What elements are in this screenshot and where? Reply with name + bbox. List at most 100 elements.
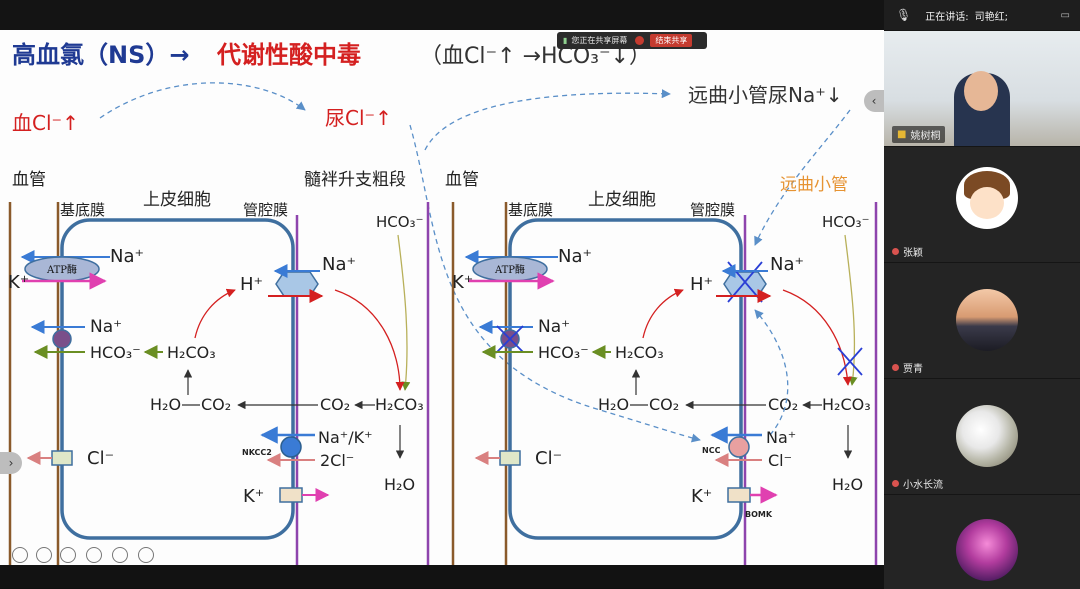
participant-tile[interactable]: 张颖 xyxy=(884,146,1080,263)
left-na-label: Na⁺ xyxy=(110,246,144,267)
participant-name-tag: 小水长流 xyxy=(892,476,943,491)
left-cl-label: Cl⁻ xyxy=(87,448,114,469)
dashed-arrow-urine-to-ncc xyxy=(409,124,701,443)
avatar xyxy=(956,289,1018,351)
right-h2o-label: H₂O xyxy=(598,395,629,414)
left-h2ob-label: H₂O xyxy=(384,475,415,494)
right-h2co3-label: H₂CO₃ xyxy=(615,343,664,362)
left-nbc-transporter xyxy=(52,329,72,349)
right-blood-vessel-label: 血管 xyxy=(445,170,479,190)
right-cl-label: Cl⁻ xyxy=(535,448,562,469)
right-dashed-return-arrow xyxy=(754,309,789,436)
right-hco3-lumen-arrow xyxy=(844,234,858,386)
avatar xyxy=(956,519,1018,581)
right-k-channel xyxy=(727,487,751,503)
record-icon xyxy=(635,36,645,45)
speaker-name: 司艳红; xyxy=(974,11,1008,23)
control-circle-3[interactable] xyxy=(60,547,76,563)
title-part2: 代谢性酸中毒 xyxy=(216,41,361,69)
right-ncc-na-label: Na⁺ xyxy=(766,428,796,447)
right-k2-label: K⁺ xyxy=(691,486,712,507)
right-co2-label: CO₂ xyxy=(649,395,679,414)
participant-tile[interactable]: 小水长流 xyxy=(884,378,1080,495)
right-h-label: H⁺ xyxy=(690,274,713,295)
shared-slide: 高血氯（NS）→ 代谢性酸中毒 （血Cl⁻↑ →HCO₃⁻↓） 血Cl⁻↑ 尿C… xyxy=(0,30,884,565)
right-na3-label: Na⁺ xyxy=(770,254,804,275)
left-h-to-h2co3-arrow xyxy=(334,289,405,391)
left-nk-label: Na⁺/K⁺ xyxy=(318,428,373,447)
right-hco3-lumen-label: HCO₃⁻ xyxy=(822,213,870,231)
sharing-status-text: 您正在共享屏幕 xyxy=(571,36,628,45)
right-nbc-blocked-x xyxy=(496,325,524,353)
left-na3-label: Na⁺ xyxy=(322,254,356,275)
left-k-channel xyxy=(279,487,303,503)
left-blood-vessel-label: 血管 xyxy=(12,170,46,190)
participant-tile[interactable]: ■ 姚树桐 xyxy=(884,30,1080,147)
left-hco3-lumen-label: HCO₃⁻ xyxy=(376,213,424,231)
mic-icon: 🎙 xyxy=(896,8,912,22)
right-bomk-label: BOMK xyxy=(745,510,773,519)
dashed-arrow-blood-to-urine xyxy=(99,82,306,119)
participant-name-tag: 张颖 xyxy=(892,244,923,259)
left-cell-membrane xyxy=(60,218,295,540)
left-h2o-label: H₂O xyxy=(150,395,181,414)
left-nkcc2-label: NKCC2 xyxy=(242,448,272,457)
right-cl2-label: Cl⁻ xyxy=(768,451,792,470)
participant-tile[interactable]: 贾青 xyxy=(884,262,1080,379)
left-nkcc2-transporter xyxy=(280,436,302,458)
bottom-bar xyxy=(0,565,884,588)
dashed-arrow-urine-to-distal xyxy=(424,89,671,151)
right-k-label: K⁺ xyxy=(452,272,473,293)
right-cell-membrane xyxy=(508,218,743,540)
participant-name: 贾青 xyxy=(903,364,923,375)
speaker-indicator: 🎙 正在讲话: 司艳红; ▭ xyxy=(884,0,1080,30)
right-h2co3-to-h-arrow xyxy=(642,288,684,339)
participant-badge-icon: ■ xyxy=(897,129,907,140)
left-hco3-lumen-arrow xyxy=(397,234,411,391)
title-part1: 高血氯（NS）→ xyxy=(12,41,189,69)
right-ncc-label: NCC xyxy=(702,446,721,455)
participant-name-tag: ■ 姚树桐 xyxy=(892,126,946,143)
right-h2ob-label: H₂O xyxy=(832,475,863,494)
left-co2-label: CO₂ xyxy=(201,395,231,414)
right-luminal-label: 管腔膜 xyxy=(690,201,735,219)
left-panel: 血管 基底膜 上皮细胞 管腔膜 髓袢升支粗段 Na⁺ ATP酶 K⁺ Na⁺ H… xyxy=(8,170,430,565)
avatar xyxy=(956,167,1018,229)
left-h-label: H⁺ xyxy=(240,274,263,295)
signal-icon: ▮ xyxy=(563,36,568,45)
panel-collapse-handle[interactable]: ‹ xyxy=(864,90,884,112)
left-na2-label: Na⁺ xyxy=(90,317,122,337)
control-circle-1[interactable] xyxy=(12,547,28,563)
right-ncc-transporter xyxy=(728,436,750,458)
left-nhe-exchanger xyxy=(275,271,319,297)
dashed-arrow-distal-to-lumen xyxy=(754,109,851,246)
right-na2-label: Na⁺ xyxy=(538,317,570,337)
expand-icon[interactable]: ▭ xyxy=(1060,9,1070,21)
left-2cl-label: 2Cl⁻ xyxy=(320,451,354,470)
right-na-label: Na⁺ xyxy=(558,246,592,267)
right-nhe-exchanger xyxy=(723,271,767,297)
participant-tile[interactable] xyxy=(884,494,1080,589)
urine-cl-label: 尿Cl⁻↑ xyxy=(325,106,392,130)
participant-name-tag: 贾青 xyxy=(892,360,923,375)
avatar-face xyxy=(970,187,1004,219)
participant-name: 张颖 xyxy=(903,248,923,259)
control-circle-2[interactable] xyxy=(36,547,52,563)
mic-muted-icon xyxy=(892,248,899,255)
slide-prev-handle[interactable]: › xyxy=(0,452,22,474)
left-k-label: K⁺ xyxy=(8,272,29,293)
slide-diagram: 高血氯（NS）→ 代谢性酸中毒 （血Cl⁻↑ →HCO₃⁻↓） 血Cl⁻↑ 尿C… xyxy=(8,41,878,565)
right-h2co3-blocked-x xyxy=(837,347,863,376)
participants-sidebar: 🎙 正在讲话: 司艳红; ▭ ■ 姚树桐 张颖 贾青 xyxy=(884,0,1080,589)
right-epithelial-label: 上皮细胞 xyxy=(588,190,656,210)
left-k2-label: K⁺ xyxy=(243,486,264,507)
mic-muted-icon xyxy=(892,364,899,371)
right-basolateral-label: 基底膜 xyxy=(508,201,553,219)
right-h-to-h2co3-arrow xyxy=(782,289,852,386)
control-circle-6[interactable] xyxy=(138,547,154,563)
control-circle-5[interactable] xyxy=(112,547,128,563)
control-circle-4[interactable] xyxy=(86,547,102,563)
right-cl-channel xyxy=(499,450,521,466)
end-share-button[interactable]: 结束共享 xyxy=(650,34,693,47)
right-segment-label: 远曲小管 xyxy=(780,175,848,195)
